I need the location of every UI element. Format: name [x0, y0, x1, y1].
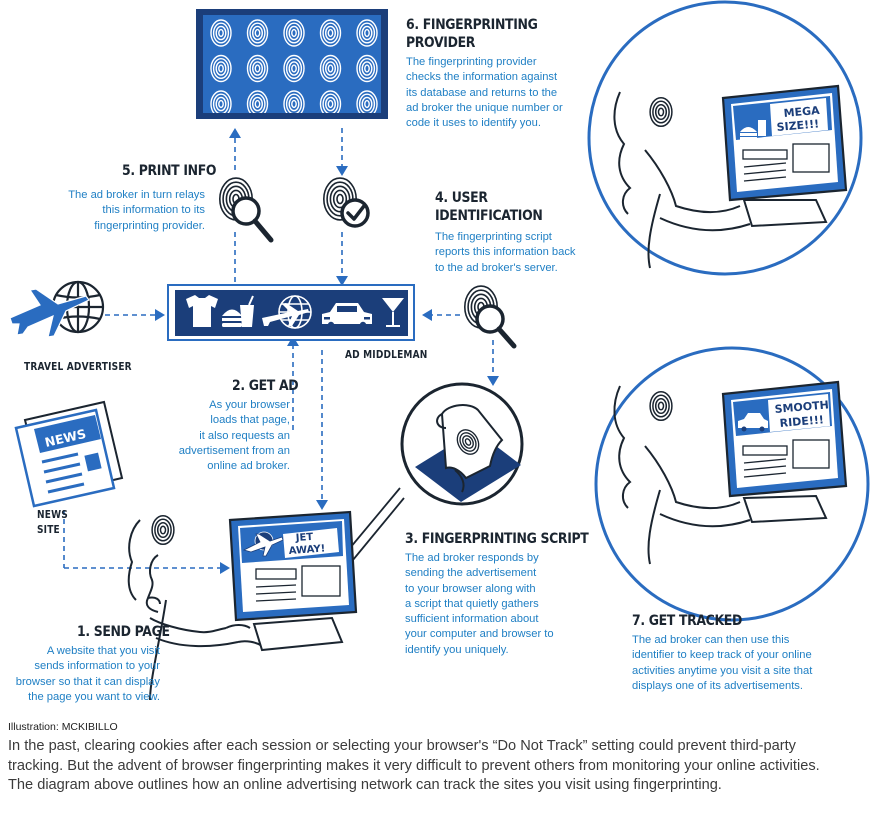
step-6-description: The fingerprinting provider checks the i… [406, 55, 563, 131]
step-3-desc-line7: identify you uniquely. [405, 643, 509, 656]
illustration-credit: Illustration: MCKIBILLO [8, 721, 118, 733]
figure-caption: In the past, clearing cookies after each… [8, 738, 820, 793]
step-3-desc-line3: to your browser along with [405, 582, 536, 595]
step-4-description: The fingerprinting script reports this i… [435, 230, 576, 276]
step-6-desc-line5: code it uses to identify you. [406, 117, 541, 130]
step-5-desc-line3: fingerprinting provider. [94, 219, 205, 232]
ad-smooth-ride-line2: RIDE!!! [779, 413, 824, 430]
step-5-desc-line2: this information to its [102, 204, 205, 217]
step-3-desc-line6: your computer and browser to [405, 628, 554, 641]
step-3-desc-line2: sending the advertisement [405, 567, 537, 580]
ad-mega-size-line1: MEGA [783, 104, 820, 120]
step-7-desc-line3: activities anytime you visit a site that [632, 664, 813, 677]
fingerprinting-script-panel [339, 382, 524, 567]
step-4-title: 4. USER IDENTIFICATION [435, 189, 543, 225]
fingerprint-check-icon [322, 177, 370, 228]
step-3-title-line1: 3. FINGERPRINTING SCRIPT [405, 531, 589, 547]
step-2-desc-line1: As your browser [209, 399, 290, 411]
step-7-desc-line4: displays one of its advertisements. [632, 679, 804, 692]
soda-icon [240, 295, 254, 327]
step-2-description: As your browser loads that page, it also… [150, 398, 290, 474]
step-3-desc-line5: sufficient information about [405, 613, 539, 626]
step-1-description: A website that you visit sends informati… [8, 644, 160, 705]
flow-arrows [63, 128, 494, 569]
step-5-title: 5. PRINT INFO [122, 162, 217, 180]
step-5-description: The ad broker in turn relays this inform… [40, 188, 205, 234]
step-6-desc-line4: ad broker the unique number or [406, 101, 563, 114]
ad-middleman-panel [167, 284, 415, 341]
step-4-title-line1: 4. USER [435, 190, 488, 206]
step-1-title-line1: 1. SEND PAGE [77, 624, 170, 640]
step-6-title: 6. FINGERPRINTING PROVIDER [406, 16, 538, 52]
user-identification-icon [463, 285, 517, 349]
step-6-title-line1: 6. FINGERPRINTING [406, 17, 538, 33]
step-7-title: 7. GET TRACKED [632, 612, 742, 630]
step-2-desc-line5: online ad broker. [207, 460, 290, 473]
step-1-desc-line1: A website that you visit [46, 645, 160, 657]
ad-smooth-ride-line1: SMOOTH [774, 398, 829, 416]
step-4-desc-line3: to the ad broker's server. [435, 261, 558, 274]
step-2-title: 2. GET AD [232, 377, 299, 395]
t-shirt-icon [186, 295, 218, 327]
step-2-title-line1: 2. GET AD [232, 378, 299, 394]
user-at-computer: JET AWAY! [127, 510, 358, 701]
label-news-site: NEWS SITE [37, 508, 68, 538]
step-3-desc-line1: The ad broker responds by [405, 552, 539, 564]
step-7-description: The ad broker can then use this identifi… [632, 633, 812, 694]
step-6-desc-line2: checks the information against [406, 71, 558, 84]
smooth-ride-car-icon [738, 413, 768, 432]
tracked-user-circle-2: SMOOTH RIDE!!! [594, 346, 870, 622]
car-icon [322, 303, 372, 329]
step-3-description: The ad broker responds by sending the ad… [405, 551, 554, 658]
step-4-title-line2: IDENTIFICATION [435, 208, 543, 224]
arrow-heads [155, 128, 499, 574]
ad-jet-away-line1: JET [294, 532, 313, 544]
step-1-desc-line3: browser so that it can display [15, 675, 160, 688]
label-ad-middleman: AD MIDDLEMAN [345, 349, 428, 361]
step-1-desc-line2: sends information to your [34, 660, 160, 673]
label-news-site-line2: SITE [37, 524, 60, 536]
step-6-title-line2: PROVIDER [406, 35, 476, 51]
step-6-desc-line1: The fingerprinting provider [406, 56, 537, 68]
step-7-title-line1: 7. GET TRACKED [632, 613, 742, 629]
step-1-title: 1. SEND PAGE [77, 623, 170, 641]
step-1-desc-line4: the page you want to view. [28, 690, 160, 703]
step-2-desc-line2: loads that page, [210, 414, 290, 427]
mega-size-food-icon [740, 120, 766, 140]
label-travel-advertiser: TRAVEL ADVERTISER [24, 361, 132, 373]
fingerprint-database-panel [196, 9, 388, 119]
step-3-title: 3. FINGERPRINTING SCRIPT [405, 530, 589, 548]
step-5-desc-line1: The ad broker in turn relays [68, 189, 205, 201]
newspaper-icon: NEWS [14, 400, 124, 508]
label-news-site-line1: NEWS [37, 509, 68, 521]
step-4-desc-line2: reports this information back [435, 246, 576, 259]
step-3-desc-line4: a script that quietly gathers [405, 597, 539, 610]
tracked-user-circle-1: MEGA SIZE!!! [587, 0, 863, 276]
ad-mega-size-line2: SIZE!!! [776, 117, 820, 134]
globe-plane-icon [262, 295, 312, 329]
cocktail-icon [382, 298, 404, 327]
jet-away-plane-icon [242, 531, 284, 557]
step-4-desc-line1: The fingerprinting script [435, 231, 552, 243]
step-7-desc-line1: The ad broker can then use this [632, 634, 790, 646]
step-2-desc-line4: advertisement from an [178, 444, 290, 457]
step-2-desc-line3: it also requests an [199, 429, 290, 442]
step-6-desc-line3: its database and returns to the [406, 86, 558, 99]
ad-jet-away-line2: AWAY! [288, 543, 325, 557]
burger-icon [222, 309, 242, 327]
fingerprint-magnifier-icon [219, 177, 274, 243]
travel-advertiser-icon [9, 280, 105, 338]
step-7-desc-line2: identifier to keep track of your online [632, 649, 812, 662]
step-5-title-line1: 5. PRINT INFO [122, 163, 217, 179]
